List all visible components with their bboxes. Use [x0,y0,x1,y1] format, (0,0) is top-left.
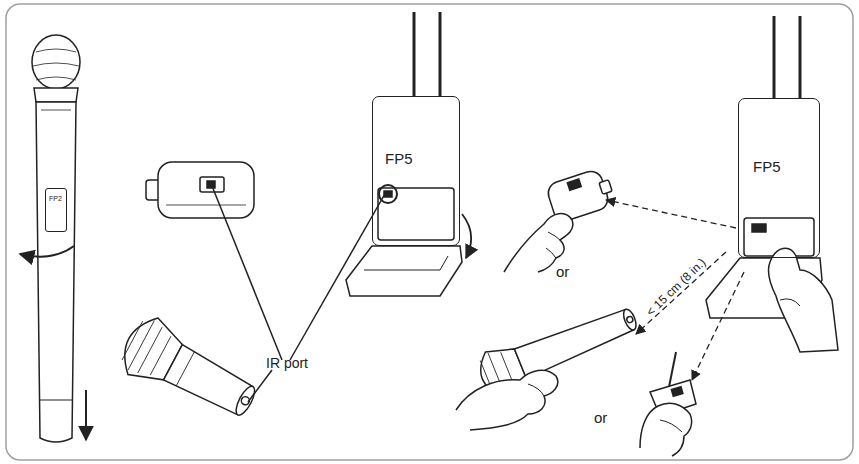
distance-label: < 15 cm (8 in.) [644,256,708,318]
receiver-parts [773,16,776,98]
dashed-arrow [692,272,744,380]
bodypack-transmitter [166,205,246,206]
rotate-arrow [462,214,471,258]
model-label: FP2 [49,195,62,202]
hand-with-handheld [456,295,643,430]
handheld-transmitter-bottom [119,316,174,380]
hand-with-bodypack [546,232,560,258]
bodypack-transmitter [207,181,215,188]
handheld-transmitter [32,35,80,442]
hand-with-handheld [626,316,634,324]
rotate-arrow [20,246,86,440]
part-label: IR port [266,356,308,370]
handheld-transmitter-bottom [233,384,259,418]
hand-with-plug-on [640,403,692,456]
receiver-parts [384,191,392,197]
hand-with-handheld [514,305,635,379]
hand [768,248,838,352]
hand [780,299,800,306]
model-label: FP5 [753,159,781,174]
receiver-parts [752,224,766,232]
bodypack-transmitter [158,162,254,218]
handheld-transmitter [33,49,79,80]
hand-with-bodypack [567,179,581,190]
hand-with-handheld [621,307,639,331]
model-label: FP5 [385,151,413,166]
hand-with-handheld [456,370,558,430]
frame [6,4,853,460]
handheld-transmitter [32,35,80,89]
hand-with-plug-on [671,387,683,396]
handheld-transmitter [36,102,76,442]
receiver-parts [413,12,416,96]
rotate-arrow [85,390,87,440]
bodypack-transmitter [200,177,224,192]
handheld-transmitter [41,110,71,111]
dashed-arrow [606,200,744,380]
receiver-parts [799,16,802,98]
hand-with-plug-on [640,352,696,456]
receiver-body: FP5 [738,98,820,258]
receiver-parts [378,188,454,240]
note-label: or [594,410,607,425]
hand-with-plug-on [660,420,682,432]
handheld-transmitter [39,400,73,401]
receiver-parts [379,185,397,203]
bodypack-transmitter [146,162,254,218]
receiver-parts [364,256,448,270]
hand-with-bodypack [599,180,612,195]
hand-with-bodypack [504,166,617,272]
hand-with-handheld [528,384,544,396]
receiver-body: FP5 [372,96,460,246]
handheld-transmitter-bottom [176,352,194,386]
dashed-arrow [636,252,726,334]
handheld-transmitter [34,88,78,102]
transmitter-window: FP2 [45,188,67,232]
hand [768,248,838,352]
handheld-transmitter-bottom [114,310,266,431]
receiver-parts [346,246,462,296]
rotate-arrow [20,246,74,257]
leader-line [248,370,272,402]
rotate-arrow [462,214,471,258]
receiver-parts [439,12,442,96]
dashed-arrow [606,200,736,228]
receiver-parts [346,12,462,296]
note-label: or [556,264,569,279]
leader-line [212,186,282,360]
